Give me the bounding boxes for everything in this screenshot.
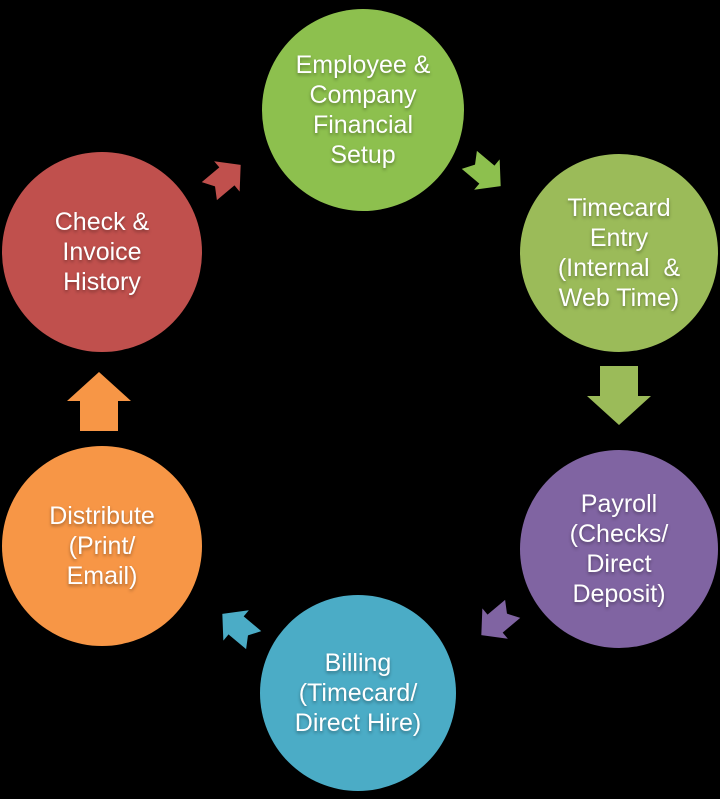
arrow-payroll-to-billing-icon bbox=[481, 599, 521, 639]
cycle-node-label: Distribute (Print/ Email) bbox=[49, 502, 155, 590]
cycle-node-timecard-entry: Timecard Entry (Internal & Web Time) bbox=[520, 154, 718, 352]
cycle-node-billing: Billing (Timecard/ Direct Hire) bbox=[260, 595, 456, 791]
cycle-node-payroll: Payroll (Checks/ Direct Deposit) bbox=[520, 450, 718, 648]
cycle-node-label: Employee & Company Financial Setup bbox=[295, 51, 431, 169]
cycle-node-employee-company-financial-setup: Employee & Company Financial Setup bbox=[262, 9, 464, 211]
arrow-billing-to-distribute-icon bbox=[222, 610, 262, 650]
cycle-node-distribute: Distribute (Print/ Email) bbox=[2, 446, 202, 646]
arrow-setup-to-timecard-icon bbox=[461, 150, 501, 190]
cycle-node-check-invoice-history: Check & Invoice History bbox=[2, 152, 202, 352]
arrow-history-to-setup-icon bbox=[201, 161, 241, 201]
arrow-timecard-to-payroll-icon bbox=[587, 366, 651, 425]
cycle-node-label: Payroll (Checks/ Direct Deposit) bbox=[569, 490, 669, 608]
arrow-distribute-to-history-icon bbox=[67, 372, 131, 431]
cycle-node-label: Timecard Entry (Internal & Web Time) bbox=[557, 194, 681, 312]
cycle-node-label: Billing (Timecard/ Direct Hire) bbox=[294, 649, 422, 737]
cycle-node-label: Check & Invoice History bbox=[54, 208, 150, 296]
